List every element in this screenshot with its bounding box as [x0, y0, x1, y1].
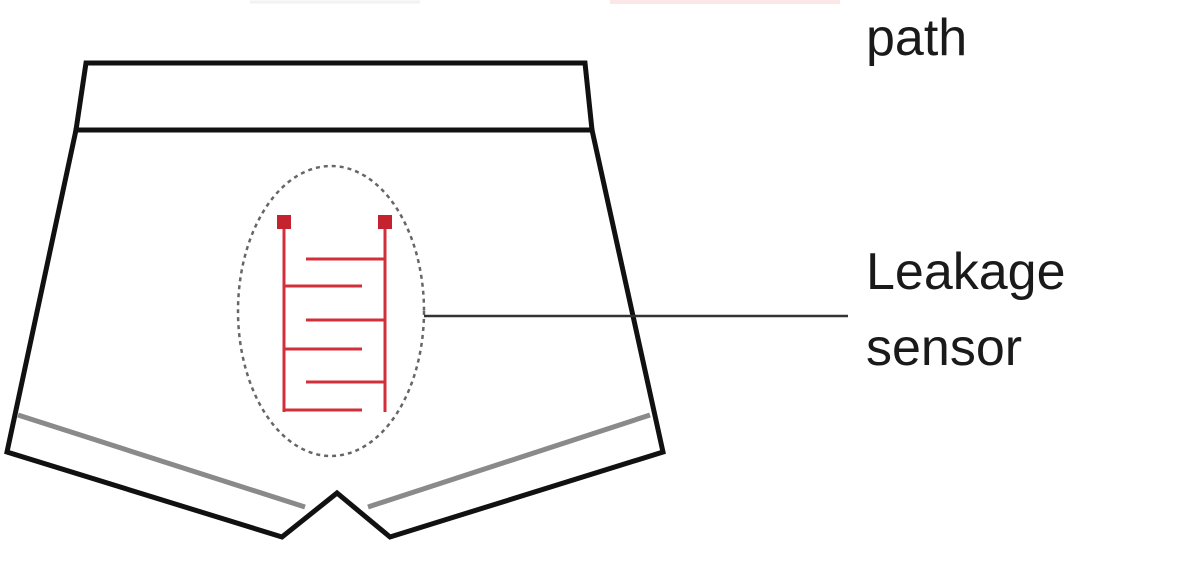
underwear-garment — [4, 60, 666, 540]
path-label: path — [866, 9, 968, 67]
left-leg-cuff-line — [17, 412, 306, 510]
garment-body-outline — [4, 127, 666, 540]
leakage-sensor-label-line2: sensor — [866, 319, 1023, 377]
leakage-sensor-label-line1: Leakage — [866, 243, 1066, 301]
waistband — [73, 60, 595, 133]
leakage-sensor — [282, 223, 387, 412]
sensor-left-contact-pad — [277, 215, 291, 229]
right-leg-cuff-line — [367, 412, 651, 510]
sensor-right-contact-pad — [378, 215, 392, 229]
sensor-dashed-ring — [236, 164, 426, 458]
